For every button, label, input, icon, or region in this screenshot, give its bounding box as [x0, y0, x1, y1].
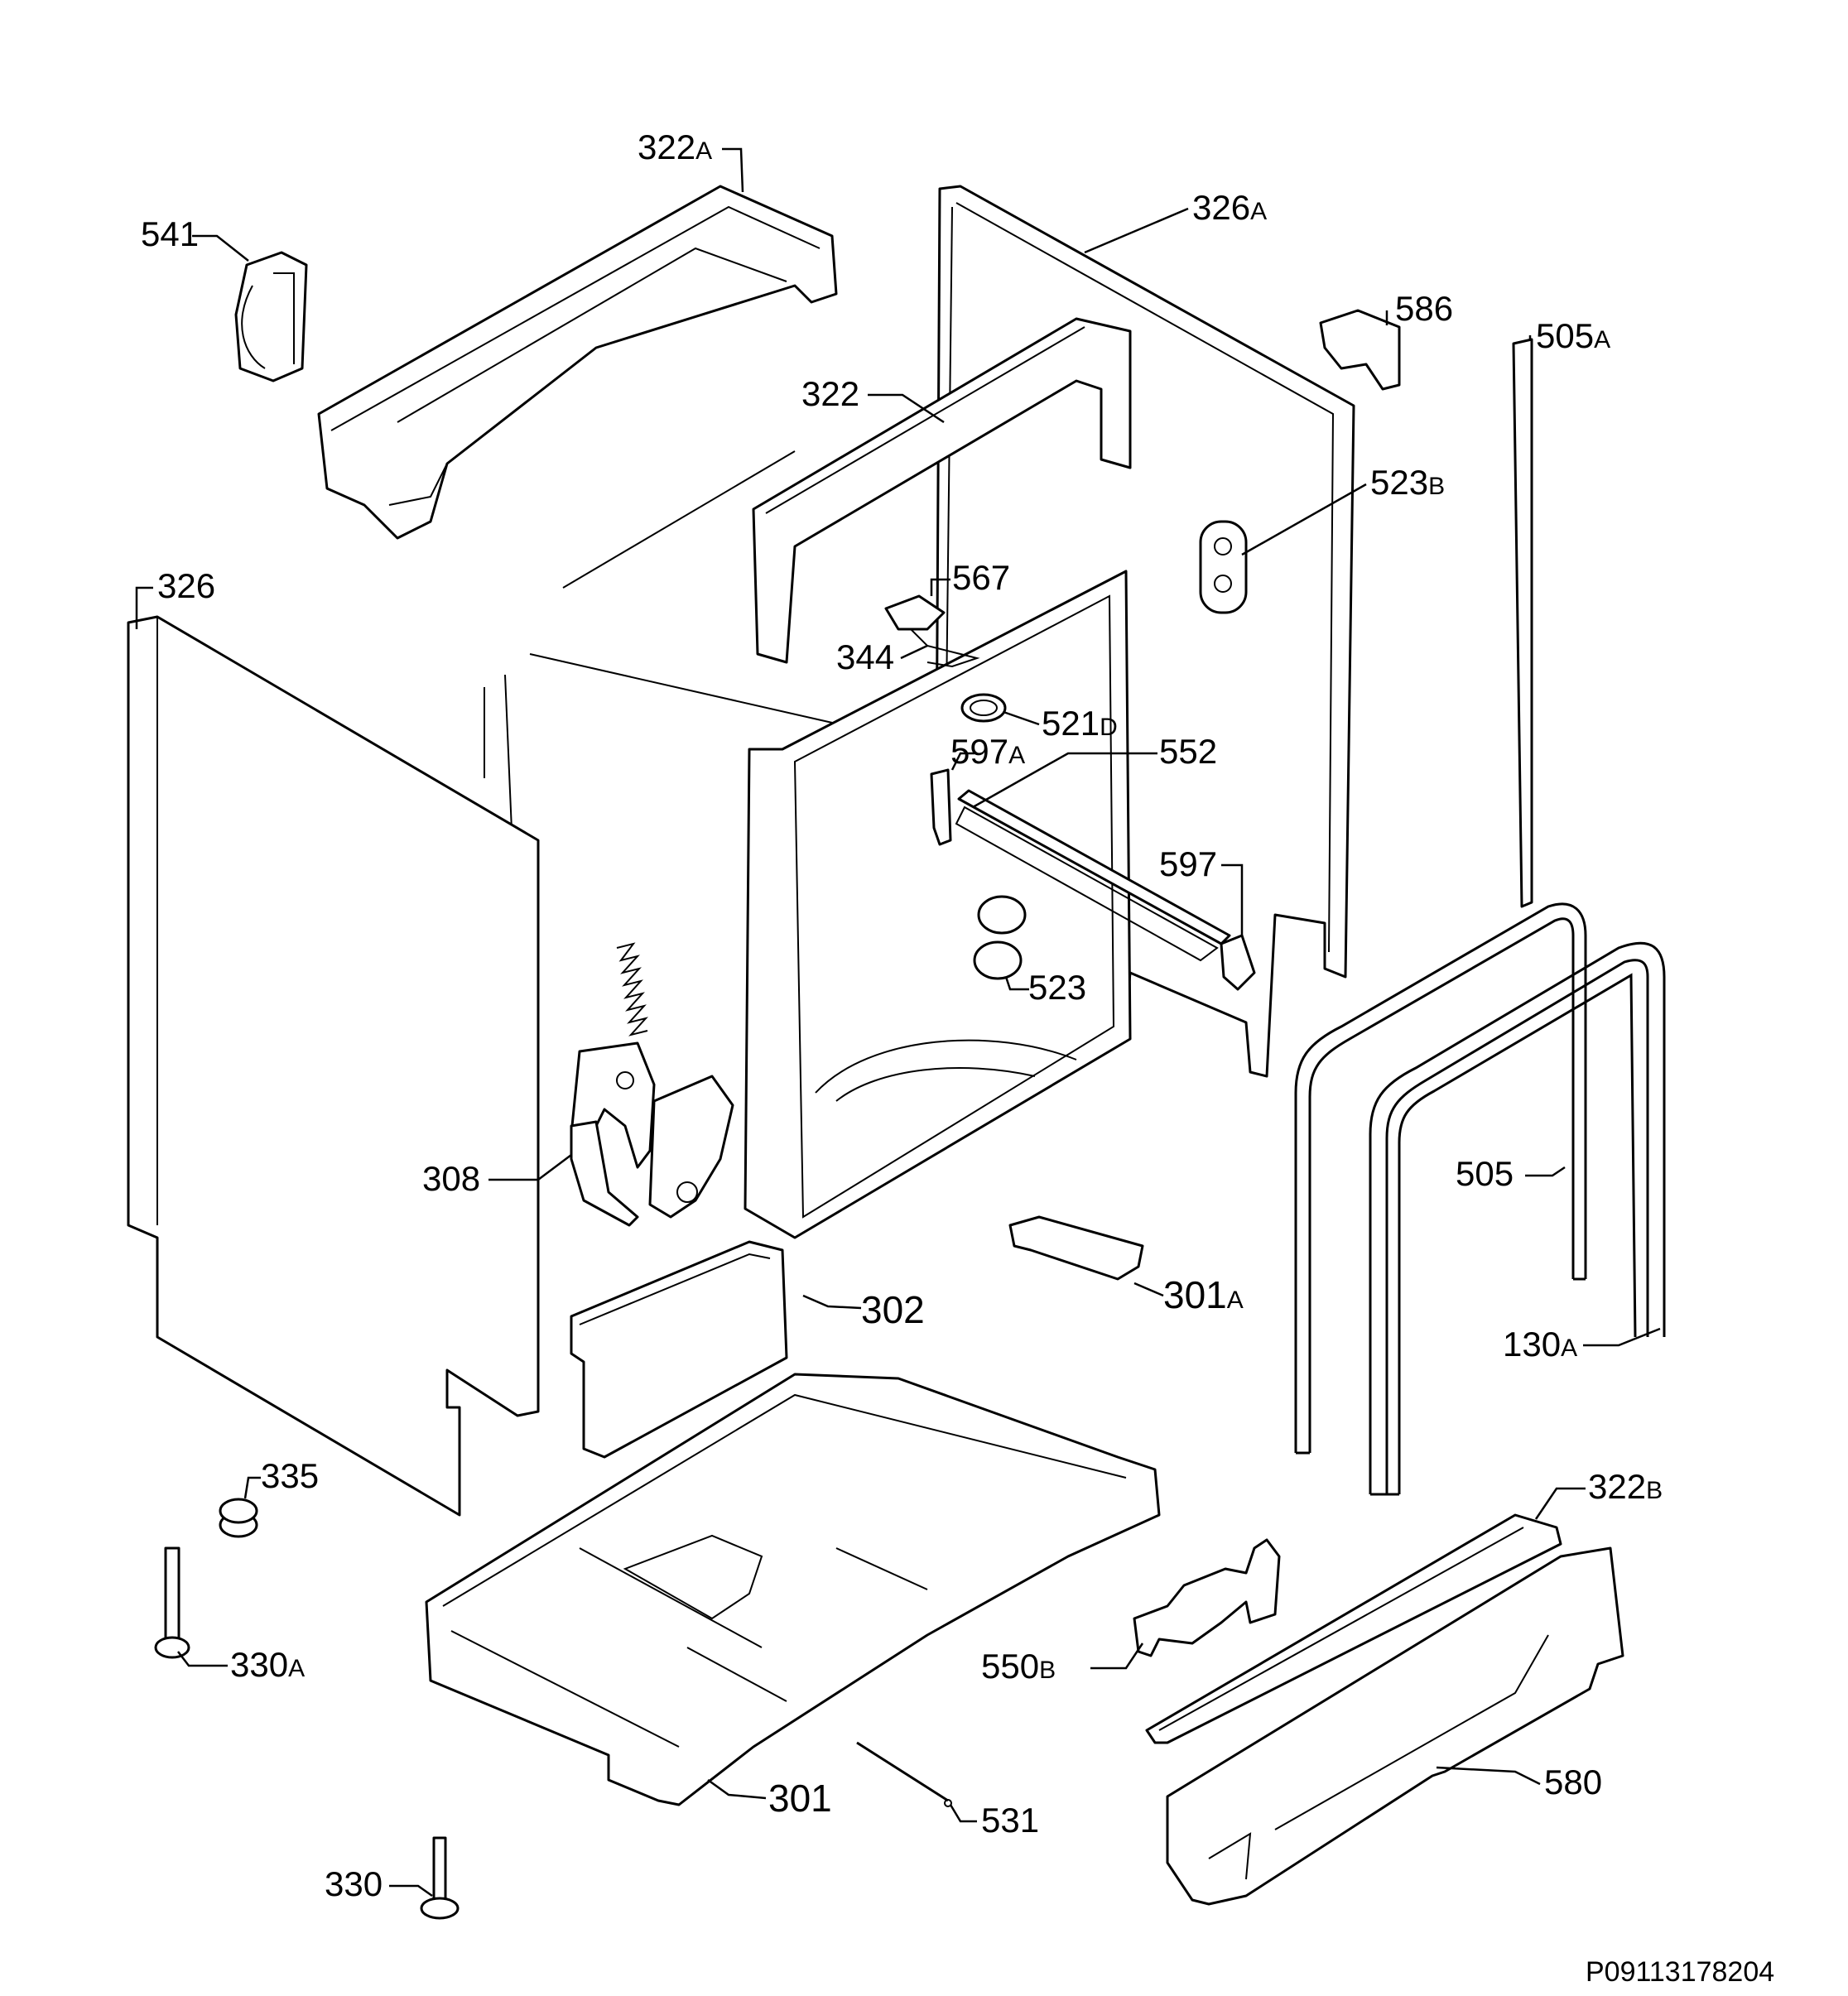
part-kickplate-580[interactable]	[1166, 1546, 1624, 1906]
label-550b[interactable]: 550B	[981, 1647, 1056, 1686]
part-clip-541[interactable]	[234, 251, 308, 382]
label-505a[interactable]: 505A	[1536, 316, 1610, 355]
label-580[interactable]: 580	[1544, 1763, 1602, 1801]
part-frame-322[interactable]	[752, 317, 1132, 664]
label-505[interactable]: 505	[1456, 1154, 1514, 1193]
leader-lines	[135, 147, 1661, 1897]
label-597a[interactable]: 597A	[950, 732, 1025, 771]
label-322b[interactable]: 322B	[1588, 1467, 1663, 1506]
part-plug-521d[interactable]	[960, 693, 1007, 723]
part-rail-322b[interactable]	[1145, 1513, 1562, 1744]
part-side-panel-326[interactable]	[127, 615, 540, 1517]
label-541[interactable]: 541	[141, 214, 199, 253]
part-bracket-550b[interactable]	[1133, 1538, 1281, 1657]
label-597[interactable]: 597	[1159, 844, 1217, 883]
part-grommet-523b[interactable]	[1199, 520, 1248, 614]
part-clip-597[interactable]	[1220, 934, 1256, 991]
label-531[interactable]: 531	[981, 1801, 1039, 1840]
part-gasket-130a[interactable]	[1369, 941, 1666, 1496]
label-523[interactable]: 523	[1028, 968, 1086, 1007]
label-586[interactable]: 586	[1395, 289, 1453, 328]
part-screw-330a[interactable]	[154, 1546, 190, 1659]
part-panel-302[interactable]	[570, 1240, 788, 1459]
label-344[interactable]: 344	[836, 637, 894, 676]
label-322[interactable]: 322	[801, 374, 859, 413]
part-gasket-505[interactable]	[1294, 902, 1587, 1455]
part-rail-552[interactable]	[955, 789, 1231, 962]
part-clip-597a[interactable]	[930, 768, 952, 846]
part-spring-344[interactable]	[910, 628, 980, 668]
part-top-frame-322a[interactable]	[317, 185, 838, 540]
label-130a[interactable]: 130A	[1503, 1325, 1577, 1364]
label-322a[interactable]: 322A	[638, 127, 712, 166]
label-301[interactable]: 301	[768, 1777, 832, 1820]
label-330[interactable]: 330	[325, 1864, 383, 1903]
part-strip-505a[interactable]	[1512, 338, 1533, 908]
label-335[interactable]: 335	[261, 1456, 319, 1495]
part-hinge-308[interactable]	[570, 942, 734, 1227]
part-grommets-523[interactable]	[973, 895, 1027, 980]
label-302[interactable]: 302	[861, 1288, 925, 1331]
label-521d[interactable]: 521D	[1042, 704, 1118, 743]
part-pin-531[interactable]	[856, 1741, 952, 1807]
label-301a[interactable]: 301A	[1163, 1273, 1244, 1316]
diagram-code: P09113178204	[1586, 1956, 1774, 1988]
label-523b[interactable]: 523B	[1370, 463, 1445, 502]
label-308[interactable]: 308	[422, 1159, 480, 1198]
label-326a[interactable]: 326A	[1192, 188, 1267, 227]
part-inner-door-frame[interactable]	[744, 570, 1132, 1239]
part-base-tray-301[interactable]	[425, 1373, 1161, 1806]
part-cover-301a[interactable]	[1008, 1215, 1144, 1281]
label-326[interactable]: 326	[157, 566, 215, 605]
part-clip-567[interactable]	[884, 594, 946, 631]
part-screw-330[interactable]	[420, 1836, 460, 1920]
part-bracket-586[interactable]	[1319, 309, 1401, 391]
part-nut-335[interactable]	[219, 1498, 258, 1538]
label-552[interactable]: 552	[1159, 732, 1217, 771]
part-labels: 322A 541 326A 586 505A 322 523B 326 567 …	[141, 127, 1663, 1903]
label-567[interactable]: 567	[952, 558, 1010, 597]
label-330a[interactable]: 330A	[230, 1645, 305, 1684]
